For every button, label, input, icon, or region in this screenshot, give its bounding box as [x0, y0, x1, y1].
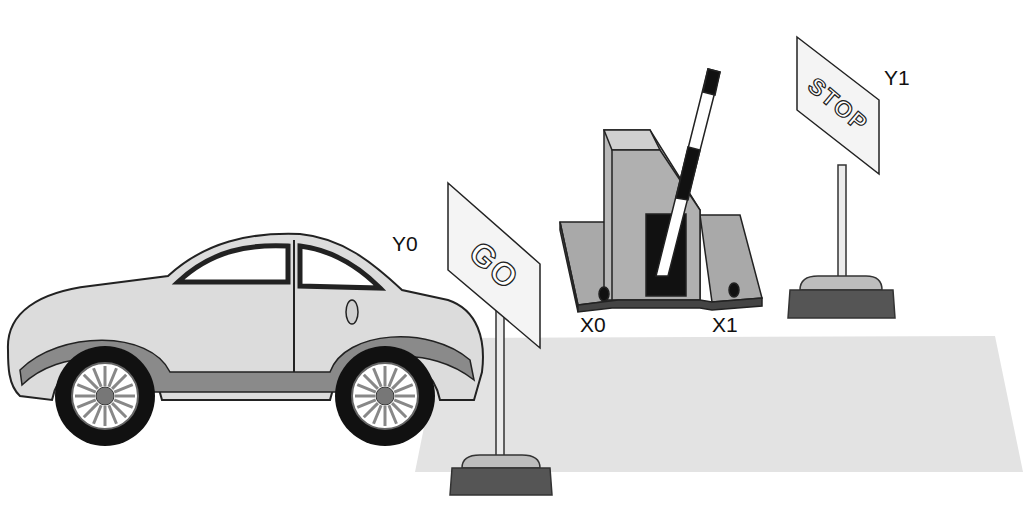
sign-panel: GO	[446, 180, 542, 352]
wheel	[335, 346, 435, 446]
wheel	[55, 346, 155, 446]
signal-label: Y0	[392, 232, 418, 256]
sign-panel: STOP	[795, 34, 881, 176]
car-wheels	[55, 346, 435, 446]
road	[415, 336, 1023, 472]
signal-label: X1	[712, 313, 738, 337]
signal-label: X0	[580, 313, 606, 337]
stop-sign-post	[788, 165, 895, 318]
signal-label: Y1	[884, 66, 910, 90]
barrier-gate	[560, 69, 762, 312]
